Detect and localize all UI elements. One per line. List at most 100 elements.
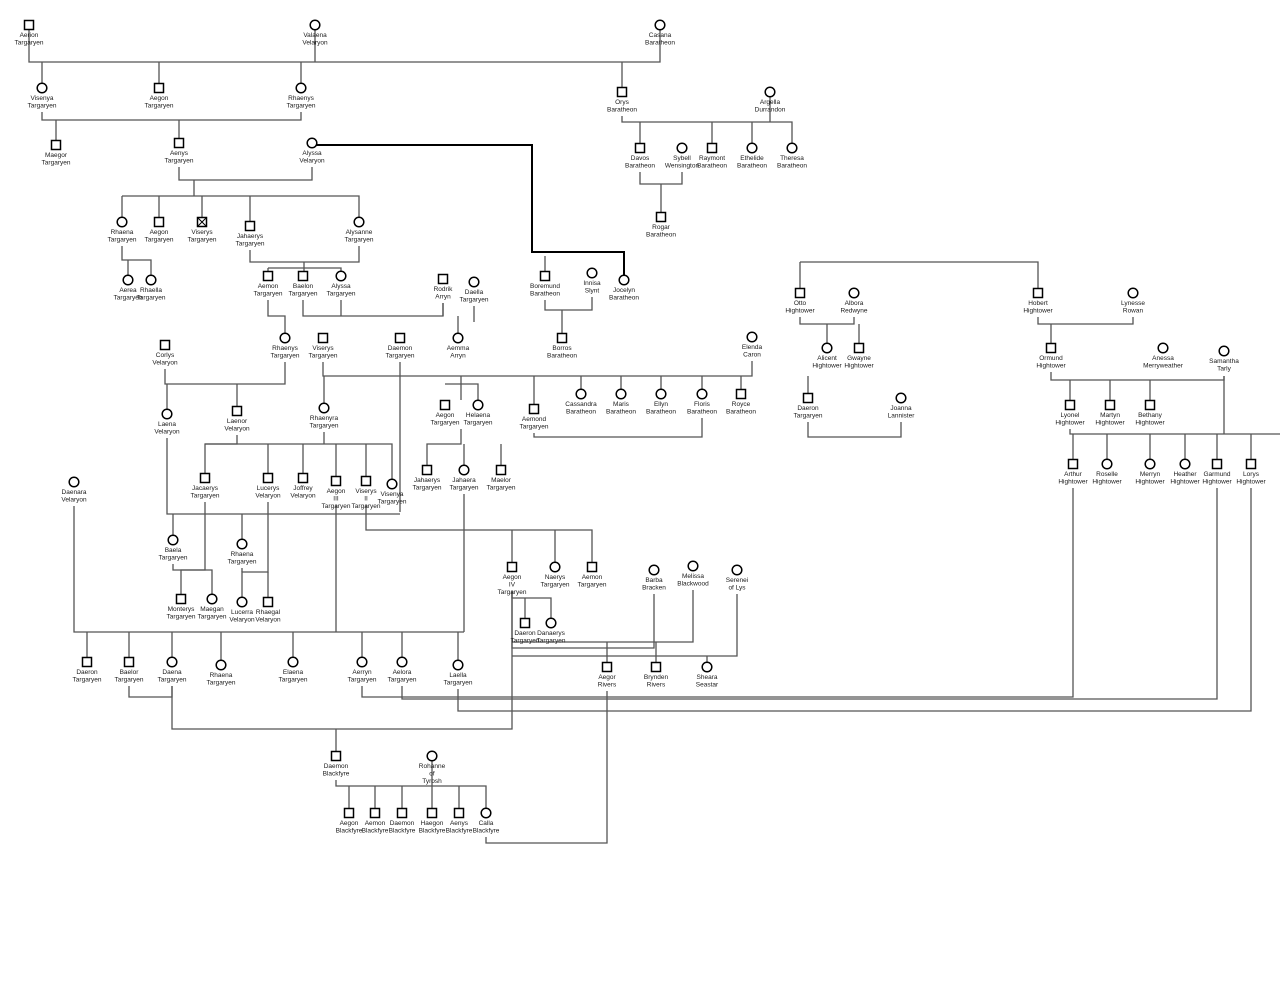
- person-node-roselle[interactable]: RoselleHightower: [1092, 458, 1122, 486]
- person-node-boremund[interactable]: BoremundBaratheon: [530, 270, 560, 298]
- person-node-laella[interactable]: LaellaTargaryen: [444, 659, 473, 687]
- person-node-daenerys[interactable]: DanaerysTargaryen: [537, 617, 566, 645]
- person-node-elaena[interactable]: ElaenaTargaryen: [279, 656, 308, 684]
- person-node-daemon2[interactable]: DaemonBlackfyre: [323, 750, 350, 778]
- person-node-alicent[interactable]: AlicentHightower: [812, 342, 842, 370]
- person-node-hobert[interactable]: HobertHightower: [1023, 287, 1053, 315]
- person-node-baelon[interactable]: BaelonTargaryen: [289, 270, 318, 298]
- person-node-innisa[interactable]: InnisaSlynt: [583, 267, 601, 295]
- person-node-merryn[interactable]: MerrynHightower: [1135, 458, 1165, 486]
- person-node-rodrik[interactable]: RodrikArryn: [434, 273, 454, 301]
- person-node-rhaella[interactable]: RhaellaTargaryen: [137, 274, 166, 302]
- person-node-daella[interactable]: DaellaTargaryen: [460, 276, 489, 304]
- person-node-melissa[interactable]: MelissaBlackwood: [677, 560, 709, 588]
- person-node-aegon3[interactable]: AegonTargaryen: [431, 399, 460, 427]
- person-node-aegonb[interactable]: AegonBlackfyre: [336, 807, 363, 835]
- person-node-otto[interactable]: OttoHightower: [785, 287, 815, 315]
- person-node-barba[interactable]: BarbaBracken: [642, 564, 666, 592]
- person-node-lucerys[interactable]: LucerysVelaryon: [255, 472, 281, 500]
- person-node-orys[interactable]: OrysBaratheon: [607, 86, 637, 114]
- person-node-daeron3[interactable]: DaeronTargaryen: [73, 656, 102, 684]
- person-node-haegon[interactable]: HaegonBlackfyre: [419, 807, 446, 835]
- person-node-ormund[interactable]: OrmundHightower: [1036, 342, 1066, 370]
- person-node-daeron2[interactable]: DaeronTargaryen: [511, 617, 540, 645]
- person-node-aemon1[interactable]: AemonTargaryen: [254, 270, 283, 298]
- person-node-aegon5[interactable]: AegonIVTargaryen: [498, 561, 527, 597]
- person-node-daenara[interactable]: DaenaraVelaryon: [61, 476, 87, 504]
- person-node-helaena[interactable]: HelaenaTargaryen: [464, 399, 493, 427]
- person-node-rhaenys2[interactable]: RhaenysTargaryen: [271, 332, 300, 360]
- person-node-rhaenyra[interactable]: RhaenyraTargaryen: [310, 402, 339, 430]
- person-node-lyonel[interactable]: LyonelHightower: [1055, 399, 1085, 427]
- person-node-jacaerys[interactable]: JacaerysTargaryen: [191, 472, 220, 500]
- person-node-floris[interactable]: FlorisBaratheon: [687, 388, 717, 416]
- person-node-aerea[interactable]: AereaTargaryen: [114, 274, 143, 302]
- person-node-baela[interactable]: BaelaTargaryen: [159, 534, 188, 562]
- person-node-joffrey[interactable]: JoffreyVelaryon: [290, 472, 316, 500]
- person-node-shiera[interactable]: ShearaSeastar: [696, 661, 719, 689]
- person-node-bethany[interactable]: BethanyHightower: [1135, 399, 1165, 427]
- person-node-elenda[interactable]: ElendaCaron: [742, 331, 763, 359]
- person-node-daemonb[interactable]: DaemonBlackfyre: [389, 807, 416, 835]
- person-node-aemma[interactable]: AemmaArryn: [447, 332, 470, 360]
- person-node-jaehaera[interactable]: JahaeraTargaryen: [450, 464, 479, 492]
- person-node-daena[interactable]: DaenaTargaryen: [158, 656, 187, 684]
- person-node-laenor[interactable]: LaenorVelaryon: [224, 405, 250, 433]
- person-node-ethelide[interactable]: EthelideBaratheon: [737, 142, 767, 170]
- person-node-laena[interactable]: LaenaVelaryon: [154, 408, 180, 436]
- person-node-aegor[interactable]: AegorRivers: [598, 661, 617, 689]
- person-node-baelor[interactable]: BaelorTargaryen: [115, 656, 144, 684]
- person-node-jaehaerys2[interactable]: JahaerysTargaryen: [413, 464, 442, 492]
- person-node-serenei[interactable]: Sereneiof Lys: [726, 564, 748, 592]
- person-node-garmund[interactable]: GarmundHightower: [1202, 458, 1232, 486]
- person-node-calla[interactable]: CallaBlackfyre: [473, 807, 500, 835]
- person-node-lorys[interactable]: LorysHightower: [1236, 458, 1266, 486]
- person-node-alyssa2[interactable]: AlyssaTargaryen: [327, 270, 356, 298]
- person-node-jaehaerys1[interactable]: JahaerysTargaryen: [236, 220, 265, 248]
- person-node-viserys1[interactable]: ViserysTargaryen: [188, 216, 217, 244]
- person-node-rhaena2[interactable]: RhaenaTargaryen: [228, 538, 257, 566]
- person-node-naerys[interactable]: NaerysTargaryen: [541, 561, 570, 589]
- person-node-aemond[interactable]: AemondTargaryen: [520, 403, 549, 431]
- person-node-rhaenys1[interactable]: RhaenysTargaryen: [287, 82, 316, 110]
- person-node-maris[interactable]: MarisBaratheon: [606, 388, 636, 416]
- person-node-borros[interactable]: BorrosBaratheon: [547, 332, 577, 360]
- person-node-aegon2[interactable]: AegonTargaryen: [145, 216, 174, 244]
- person-node-davos[interactable]: DavosBaratheon: [625, 142, 655, 170]
- person-node-maelor[interactable]: MaelorTargaryen: [487, 464, 516, 492]
- person-node-theresa[interactable]: TheresaBaratheon: [777, 142, 807, 170]
- person-node-gwayne[interactable]: GwayneHightower: [844, 342, 874, 370]
- person-node-samantha[interactable]: SamanthaTarly: [1209, 345, 1239, 373]
- person-node-monterys[interactable]: MonterysTargaryen: [167, 593, 196, 621]
- person-node-alysanne[interactable]: AlysanneTargaryen: [345, 216, 374, 244]
- person-node-aegon4[interactable]: AegonIIITargaryen: [322, 475, 351, 511]
- person-node-royce[interactable]: RoyceBaratheon: [726, 388, 756, 416]
- person-node-argella[interactable]: ArgellaDurrandon: [755, 86, 786, 114]
- person-node-maegor[interactable]: MaegorTargaryen: [42, 139, 71, 167]
- person-node-rhaena1[interactable]: RhaenaTargaryen: [108, 216, 137, 244]
- person-node-anessa[interactable]: AnessaMerryweather: [1143, 342, 1184, 370]
- person-node-cassana[interactable]: CasanaBaratheon: [645, 19, 675, 47]
- person-node-rhaena3[interactable]: RhaenaTargaryen: [207, 659, 236, 687]
- person-node-lucerra[interactable]: LucerraVelaryon: [229, 596, 255, 624]
- person-node-visenya[interactable]: VisenyaTargaryen: [28, 82, 57, 110]
- person-node-sybell[interactable]: SybellWensington: [665, 142, 700, 170]
- person-node-aenysb[interactable]: AenysBlackfyre: [446, 807, 473, 835]
- person-node-raymont[interactable]: RaymontBaratheon: [697, 142, 727, 170]
- person-node-aerryn[interactable]: AerrynTargaryen: [348, 656, 377, 684]
- person-node-aenys[interactable]: AenysTargaryen: [165, 137, 194, 165]
- person-node-maegan[interactable]: MaeganTargaryen: [198, 593, 227, 621]
- person-node-heather[interactable]: HeatherHightower: [1170, 458, 1200, 486]
- person-node-corlys[interactable]: CorlysVelaryon: [152, 339, 178, 367]
- person-node-ellyn[interactable]: EllynBaratheon: [646, 388, 676, 416]
- person-node-rhaegal[interactable]: RhaegalVelaryon: [255, 596, 281, 624]
- person-node-lynesse[interactable]: LynesseRowan: [1121, 287, 1145, 315]
- person-node-joanna[interactable]: JoannaLannister: [888, 392, 916, 420]
- person-node-alyssa1[interactable]: AlyssaVelaryon: [299, 137, 325, 165]
- person-node-brynden[interactable]: BryndenRivers: [644, 661, 669, 689]
- person-node-visenya2[interactable]: VisenyaTargaryen: [378, 478, 407, 506]
- person-node-alboro[interactable]: AlboraRedwyne: [840, 287, 868, 315]
- person-node-viserys3[interactable]: ViserysIITargaryen: [352, 475, 381, 511]
- person-node-martyn[interactable]: MartynHightower: [1095, 399, 1125, 427]
- person-node-rogar[interactable]: RogarBaratheon: [646, 211, 676, 239]
